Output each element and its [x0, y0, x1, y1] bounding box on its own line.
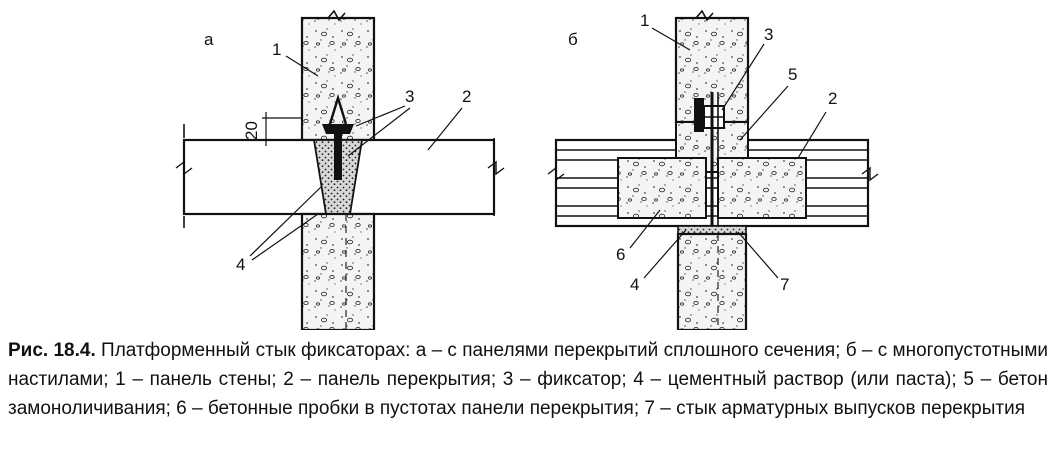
technical-drawing: а 20 1 2 3 4 [175, 9, 879, 332]
break-mark-a-top [327, 9, 346, 22]
leader-b-4 [643, 229, 687, 279]
break-mark-b-top [695, 9, 714, 22]
leader-a-3a [355, 105, 406, 127]
variant-b-label: б [568, 30, 578, 49]
fixer-a [322, 124, 354, 134]
fixer-b-plate [694, 98, 704, 132]
leader-a-2 [427, 107, 463, 151]
caption-number: Рис. 18.4. [8, 340, 96, 361]
leader-b-1 [651, 27, 691, 51]
callout-a-4: 4 [236, 255, 245, 274]
callout-a-3: 3 [405, 87, 414, 106]
slab-a-break-right [487, 160, 505, 176]
leader-b-3 [721, 43, 765, 111]
leader-b-6 [629, 209, 661, 249]
leader-a-4a [249, 185, 323, 257]
fixer-a-anchor [328, 93, 348, 125]
fixer-a-rod [334, 134, 342, 180]
variant-a-label: а [204, 30, 214, 49]
leader-a-1 [285, 55, 319, 77]
caption-text: Платформенный стык фиксаторах: а – с пан… [8, 340, 1048, 419]
dimension-label: 20 [242, 121, 261, 140]
upper-wall-panel-a [300, 16, 376, 142]
callout-b-3: 3 [764, 25, 773, 44]
leader-a-3b [347, 107, 411, 157]
variant-b: б 1 2 [547, 9, 879, 332]
lower-wall-panel-a [300, 212, 376, 332]
figure-caption: Рис. 18.4. Платформенный стык фиксаторах… [8, 336, 1048, 423]
callout-b-2: 2 [828, 89, 837, 108]
callout-b-1: 1 [640, 11, 649, 30]
callout-a-2: 2 [462, 87, 471, 106]
slab-b-break-left [547, 166, 565, 182]
callout-a-1: 1 [272, 40, 281, 59]
concrete-plug-right [717, 157, 807, 219]
leader-b-5 [739, 85, 789, 141]
rebar-joint [677, 225, 747, 235]
callout-b-5: 5 [788, 65, 797, 84]
slab-b-break-right [861, 166, 879, 182]
leader-b-2 [797, 111, 827, 159]
leader-a-4b [251, 213, 319, 261]
variant-a: а 20 1 2 3 4 [175, 9, 505, 332]
concrete-plug-left [617, 157, 707, 219]
callout-b-6: 6 [616, 245, 625, 264]
slab-a-break-left [175, 160, 193, 176]
lower-wall-panel-b [676, 232, 748, 332]
leader-b-7 [737, 231, 779, 279]
callout-b-7: 7 [780, 275, 789, 294]
callout-b-4: 4 [630, 275, 639, 294]
